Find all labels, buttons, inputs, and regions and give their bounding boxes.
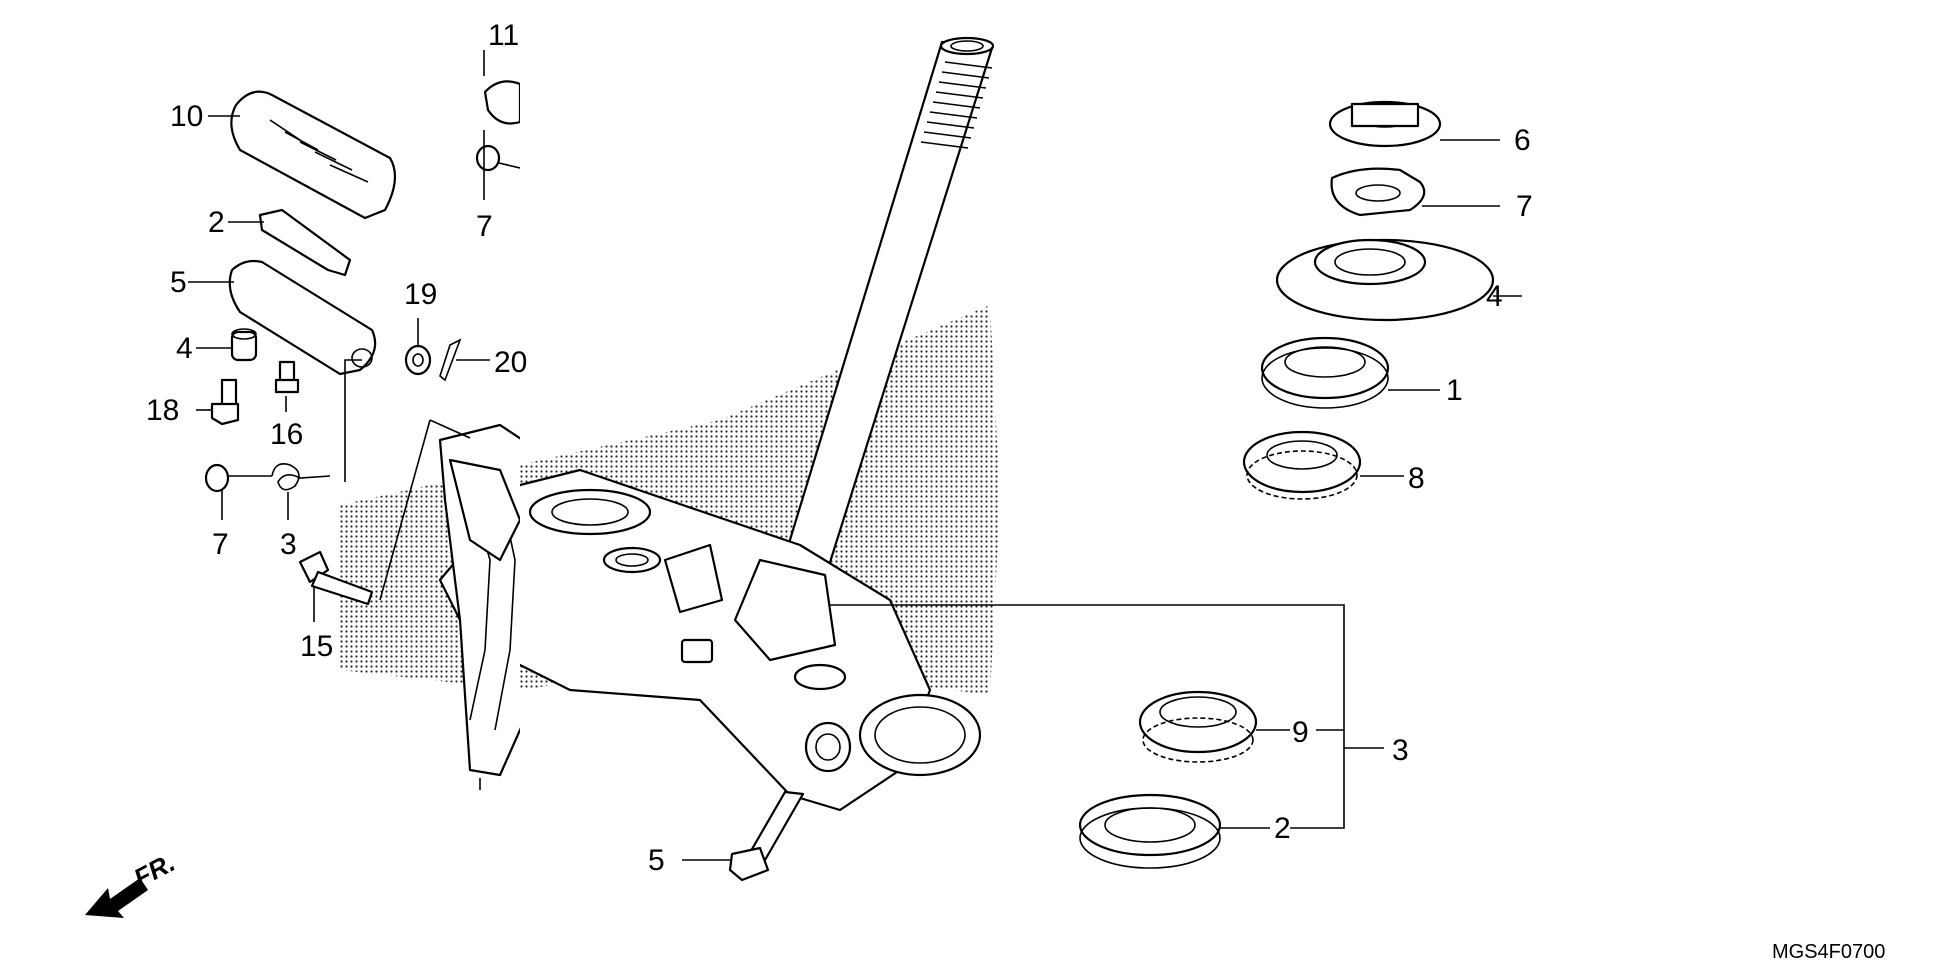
callout-20: 20 bbox=[494, 346, 527, 379]
callout-3-right: 3 bbox=[1392, 734, 1409, 767]
front-arrow: FR. bbox=[85, 847, 180, 918]
callout-5-left: 5 bbox=[170, 266, 187, 299]
steering-stem bbox=[438, 36, 995, 812]
callout-16: 16 bbox=[270, 418, 303, 451]
callout-8: 8 bbox=[1408, 462, 1425, 495]
callout-10: 10 bbox=[170, 100, 203, 133]
callout-9: 9 bbox=[1292, 716, 1309, 749]
callout-3-left: 3 bbox=[280, 528, 297, 561]
callout-4-right: 4 bbox=[1486, 280, 1503, 313]
callout-7-lower: 7 bbox=[212, 528, 229, 561]
callout-19: 19 bbox=[404, 278, 437, 311]
bearing-stack bbox=[830, 100, 1522, 869]
callout-labels: 11 10 7 2 5 19 20 4 18 16 7 3 15 5 6 7 4… bbox=[146, 19, 1533, 877]
drawing-code: MGS4F0700 bbox=[1772, 941, 1885, 963]
callout-5-bolt: 5 bbox=[648, 844, 665, 877]
steering-bracket bbox=[379, 419, 520, 790]
callout-11: 11 bbox=[488, 19, 519, 52]
callout-4-left: 4 bbox=[176, 332, 193, 365]
callout-15: 15 bbox=[300, 630, 333, 663]
callout-7-upper: 7 bbox=[476, 210, 493, 243]
callout-18: 18 bbox=[146, 394, 179, 427]
callout-1: 1 bbox=[1446, 374, 1463, 407]
callout-2-left: 2 bbox=[208, 206, 225, 239]
callout-6: 6 bbox=[1514, 124, 1531, 157]
callout-7-right: 7 bbox=[1516, 190, 1533, 223]
footpeg-assembly bbox=[188, 50, 520, 622]
bolt-5 bbox=[682, 790, 805, 882]
callout-2-right: 2 bbox=[1274, 812, 1291, 845]
